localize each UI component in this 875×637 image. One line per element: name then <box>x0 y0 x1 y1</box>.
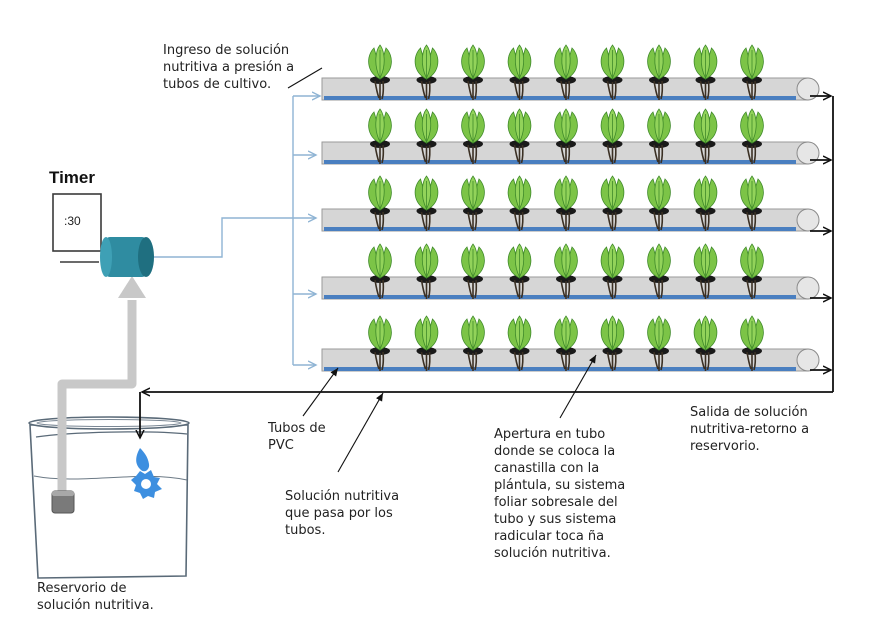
plant <box>740 175 764 231</box>
plant <box>647 243 671 299</box>
plant <box>507 44 532 100</box>
plant <box>507 175 532 231</box>
pvc-tube <box>321 141 820 165</box>
plant <box>740 108 764 164</box>
plant <box>600 44 625 100</box>
opening-label: Apertura en tubo donde se coloca la cana… <box>494 427 626 561</box>
plant <box>507 315 532 371</box>
plant <box>461 243 485 299</box>
plant <box>414 108 439 164</box>
plant <box>554 315 578 371</box>
pvc-tube <box>321 77 820 101</box>
plant <box>647 108 671 164</box>
plant <box>740 44 764 100</box>
plant <box>368 44 392 100</box>
plant <box>461 108 485 164</box>
plant <box>693 315 718 371</box>
pump <box>100 237 154 277</box>
reservoir-label: Reservorio de solución nutritiva. <box>37 581 154 613</box>
plant <box>368 108 392 164</box>
pvc-tube <box>321 348 820 372</box>
plant <box>693 175 718 231</box>
pvc-tubes <box>321 44 820 372</box>
pvc-tube <box>321 208 820 232</box>
tubes-label: Tubos de PVC <box>268 421 326 453</box>
plant <box>693 108 718 164</box>
timer-display: :30 <box>64 214 81 228</box>
plant <box>461 44 485 100</box>
plant <box>554 243 578 299</box>
return-drip <box>131 448 162 499</box>
plant <box>554 108 578 164</box>
plant <box>740 243 764 299</box>
plant <box>368 315 392 371</box>
plant <box>647 44 671 100</box>
pvc-tube <box>321 276 820 300</box>
plant <box>554 44 578 100</box>
plant <box>414 315 439 371</box>
callout-pointers <box>287 67 597 473</box>
plant <box>414 243 439 299</box>
plant <box>647 175 671 231</box>
plant <box>600 175 625 231</box>
solution-label: Solución nutritiva que pasa por los tubo… <box>285 489 400 538</box>
timer: :30 <box>52 193 102 263</box>
plant <box>507 243 532 299</box>
plant <box>414 44 439 100</box>
submersible-pump <box>51 490 75 514</box>
plant <box>368 175 392 231</box>
feed-manifold <box>154 96 320 365</box>
plant <box>554 175 578 231</box>
inlet-label: Ingreso de solución nutritiva a presión … <box>163 43 295 92</box>
plant <box>693 243 718 299</box>
plant <box>461 175 485 231</box>
plant <box>647 315 671 371</box>
plant <box>740 315 764 371</box>
plant <box>693 44 718 100</box>
plant <box>600 243 625 299</box>
outlet-label: Salida de solución nutritiva-retorno a r… <box>690 405 810 454</box>
plant <box>414 175 439 231</box>
plant <box>507 108 532 164</box>
plant <box>461 315 485 371</box>
supply-pipe <box>57 276 146 493</box>
plant <box>600 315 625 371</box>
return-manifold <box>140 96 834 438</box>
timer-title: Timer <box>49 168 95 187</box>
plant <box>600 108 625 164</box>
plant <box>368 243 392 299</box>
